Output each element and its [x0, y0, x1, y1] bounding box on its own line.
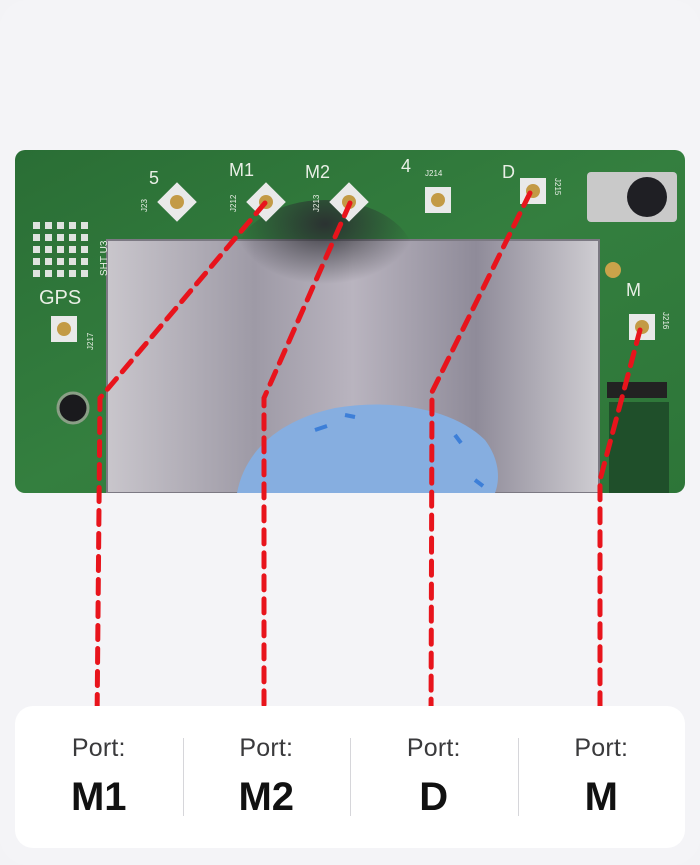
silk-j212: J212 [229, 194, 238, 212]
silk-j217: J217 [86, 332, 95, 350]
port-m2: Port: M2 [182, 706, 351, 848]
mounting-hole [56, 391, 90, 425]
port-name: M2 [238, 775, 295, 819]
silk-m2: M2 [305, 162, 330, 182]
silk-sht-u3: SHT U3 [99, 240, 110, 276]
ufl-connector-d [520, 178, 546, 204]
pcb-photo: 5 M1 M2 4 D M GPS J23 J212 J213 J214 J21… [15, 150, 685, 493]
silk-j215: J215 [553, 178, 562, 196]
port-name: D [419, 775, 449, 819]
ufl-connector-gps [51, 316, 77, 342]
port-m: Port: M [517, 706, 686, 848]
port-label: Port: [71, 734, 126, 762]
port-label: Port: [239, 734, 294, 762]
port-name: M1 [70, 775, 127, 819]
port-legend: Port: M1 Port: M2 Port: D Port: M [15, 706, 685, 848]
port-label: Port: [406, 734, 461, 762]
port-d: Port: D [350, 706, 518, 848]
silk-m: M [626, 280, 641, 300]
port-m1: Port: M1 [15, 706, 183, 848]
silk-4: 4 [401, 156, 411, 176]
ufl-connector-4 [425, 187, 451, 213]
silk-gps: GPS [39, 287, 81, 309]
silk-m1: M1 [229, 160, 254, 180]
silk-j23: J23 [140, 199, 149, 212]
board-connector [607, 382, 667, 398]
silk-j214: J214 [425, 169, 443, 178]
silk-5: 5 [149, 168, 159, 188]
pad-grid [33, 222, 88, 277]
port-label: Port: [574, 734, 629, 762]
silk-j216: J216 [661, 312, 670, 330]
silk-d: D [502, 162, 515, 182]
ufl-connector-m [629, 314, 655, 340]
port-name: M [584, 775, 618, 819]
silk-j213: J213 [312, 194, 321, 212]
